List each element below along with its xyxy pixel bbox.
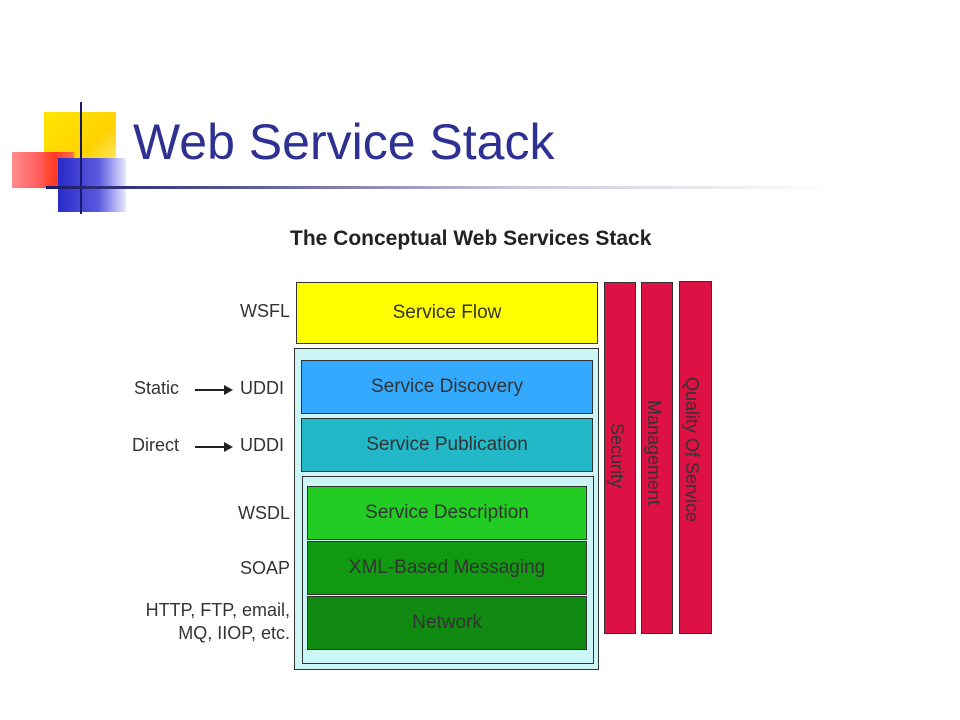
layer-service-publication: Service Publication bbox=[301, 418, 593, 472]
decor-blue-square bbox=[58, 158, 126, 212]
layer-label: Service Publication bbox=[366, 434, 528, 455]
layer-network: Network bbox=[307, 596, 587, 650]
label-uddi-direct: UDDI bbox=[240, 435, 284, 455]
slide-title: Web Service Stack bbox=[133, 114, 555, 170]
label-soap: SOAP bbox=[239, 558, 290, 578]
bar-security bbox=[604, 282, 636, 634]
bar-management-label: Management bbox=[644, 400, 664, 506]
bar-management bbox=[641, 282, 673, 634]
layer-service-description: Service Description bbox=[307, 486, 587, 540]
arrow-right-icon bbox=[195, 442, 233, 452]
layer-xml-messaging: XML-Based Messaging bbox=[307, 541, 587, 595]
layer-service-discovery: Service Discovery bbox=[301, 360, 593, 414]
label-static: Static bbox=[134, 378, 180, 398]
decor-vertical-line bbox=[80, 102, 82, 214]
layer-service-flow: Service Flow bbox=[296, 282, 598, 344]
label-network-protocols-1: HTTP, FTP, email, bbox=[145, 600, 290, 620]
layer-label: Network bbox=[412, 612, 482, 633]
layer-label: XML-Based Messaging bbox=[348, 557, 546, 578]
bar-quality-of-service-label: Quality Of Service bbox=[682, 377, 702, 523]
layer-label: Service Flow bbox=[392, 302, 502, 323]
label-network-protocols-2: MQ, IIOP, etc. bbox=[178, 623, 290, 643]
label-wsfl: WSFL bbox=[239, 301, 290, 321]
arrow-right-icon bbox=[195, 385, 233, 395]
bar-quality-of-service bbox=[679, 281, 712, 634]
title-underline bbox=[46, 186, 836, 189]
label-wsdl: WSDL bbox=[237, 503, 290, 523]
bar-security-label: Security bbox=[607, 423, 627, 489]
layer-label: Service Description bbox=[365, 502, 529, 523]
layer-label: Service Discovery bbox=[370, 376, 524, 397]
label-direct: Direct bbox=[132, 435, 180, 455]
label-uddi-static: UDDI bbox=[240, 378, 284, 398]
diagram-title: The Conceptual Web Services Stack bbox=[290, 227, 652, 250]
